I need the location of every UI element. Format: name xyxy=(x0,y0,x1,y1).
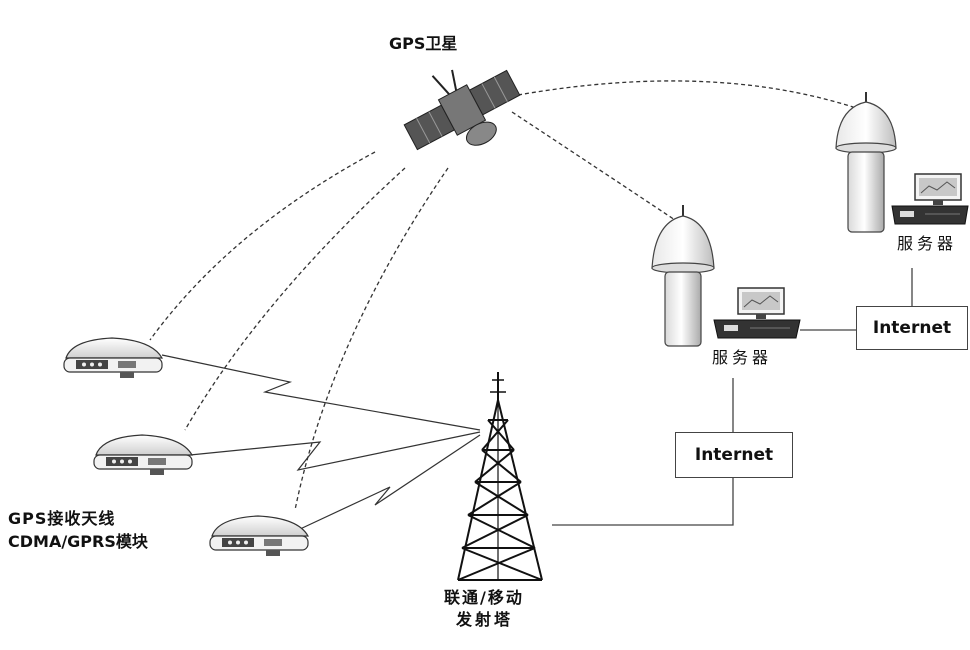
wireless-link-2 xyxy=(189,431,481,471)
gps-receiver-icon xyxy=(93,434,194,475)
transmission-tower-icon xyxy=(457,372,543,581)
wired-links xyxy=(552,268,913,526)
server-label: 服务器 xyxy=(897,234,958,253)
server-computer-icon xyxy=(713,287,801,339)
internet-box-label: Internet xyxy=(872,318,952,338)
receiver-label-line2: CDMA/GPRS模块 xyxy=(8,532,148,551)
tower-label-line1: 联通/移动 xyxy=(444,588,524,607)
wire-tower-internet xyxy=(552,478,734,526)
sat-link-receiver-1 xyxy=(149,151,376,341)
gps-receiver-icon xyxy=(63,337,164,378)
satellite-links xyxy=(149,80,869,511)
satellite-icon xyxy=(403,69,521,151)
radome-antenna-icon xyxy=(651,205,715,347)
wireless-link-3 xyxy=(297,434,481,531)
tower-label-line2: 发射塔 xyxy=(456,610,514,629)
sat-link-receiver-3 xyxy=(294,167,449,511)
internet-box: Internet xyxy=(675,432,793,478)
radome-antenna-icon xyxy=(835,92,897,233)
receiver-label-line1: GPS接收天线 xyxy=(8,509,116,528)
internet-box-label: Internet xyxy=(694,445,774,465)
satellite-label: GPS卫星 xyxy=(389,34,458,53)
sat-link-server-1 xyxy=(517,80,869,113)
internet-box: Internet xyxy=(856,306,968,350)
wireless-links xyxy=(161,354,481,531)
server-computer-icon xyxy=(891,173,969,225)
sat-link-receiver-2 xyxy=(184,167,406,431)
gps-receiver-icon xyxy=(209,515,310,556)
sat-link-server-2 xyxy=(511,111,679,223)
wireless-link-1 xyxy=(161,354,481,431)
server-label: 服务器 xyxy=(712,348,773,367)
